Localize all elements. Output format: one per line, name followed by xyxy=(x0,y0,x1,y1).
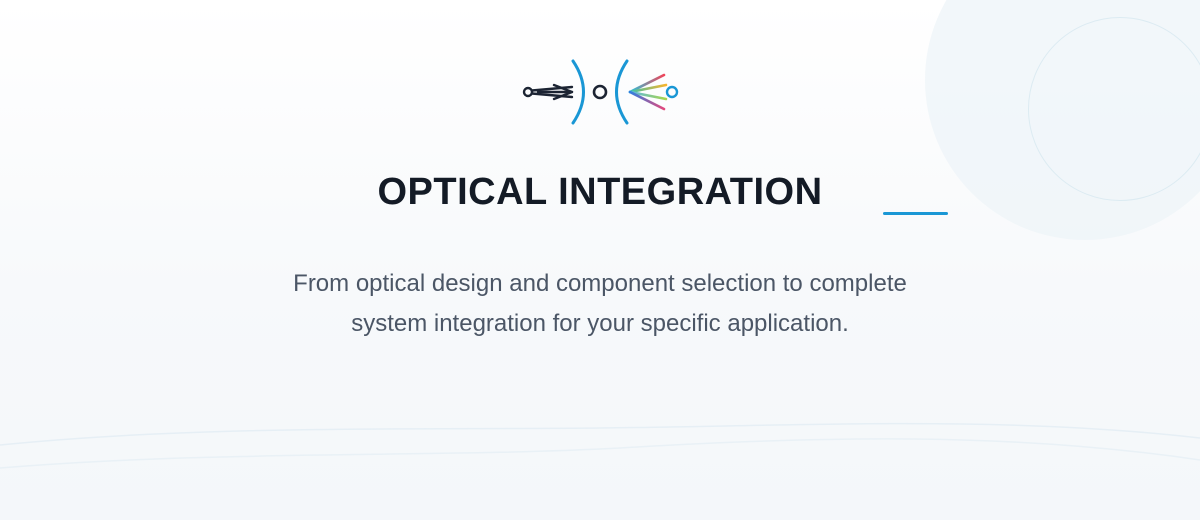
description-line-2: system integration for your specific app… xyxy=(351,310,849,337)
decorative-circle-outline xyxy=(1028,17,1200,201)
description-line-1: From optical design and component select… xyxy=(293,270,907,297)
optical-integration-icon xyxy=(520,54,682,130)
section-description: From optical design and component select… xyxy=(200,264,1000,344)
section-title: OPTICAL INTEGRATION xyxy=(377,171,823,213)
accent-underline xyxy=(883,212,948,215)
decorative-wave-lines xyxy=(0,422,1200,469)
